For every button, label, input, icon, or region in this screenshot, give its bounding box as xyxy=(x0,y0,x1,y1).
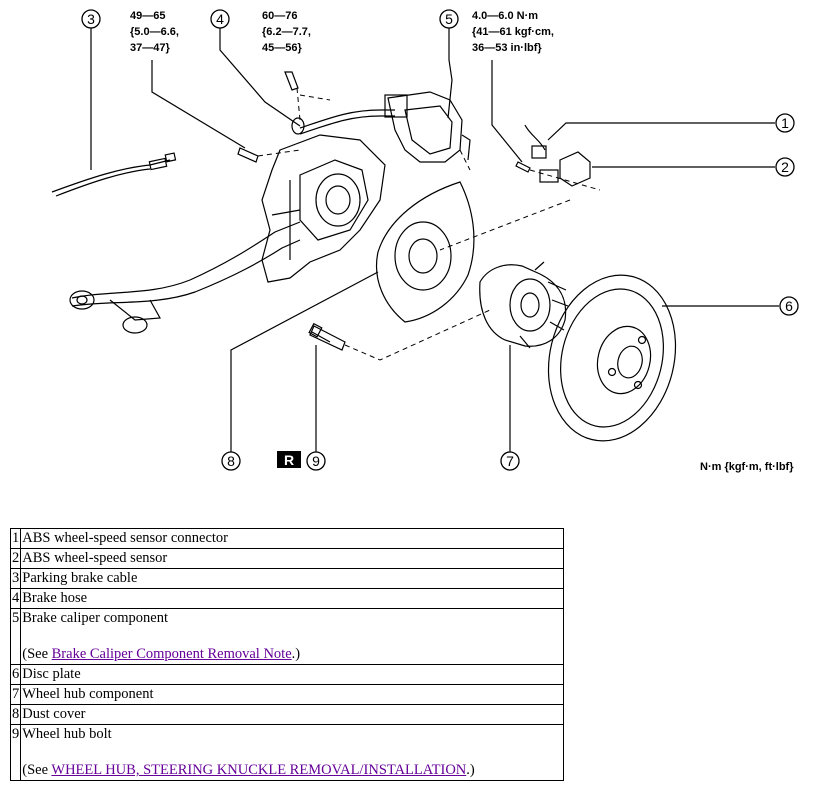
legend-description-cell: ABS wheel-speed sensor connector xyxy=(20,528,564,549)
callout-number-9: 9 xyxy=(312,453,320,469)
legend-description: Wheel hub component xyxy=(22,686,154,702)
abs-sensor xyxy=(559,151,591,187)
disc-plate xyxy=(547,274,677,442)
torque-label-2-line3: 45—56} xyxy=(262,42,302,54)
legend-description-cell: Brake caliper component (See Brake Calipe… xyxy=(20,608,564,665)
legend-description-cell: Brake hose xyxy=(20,588,564,609)
steering-knuckle xyxy=(261,134,386,283)
legend-description: Wheel hub bolt xyxy=(22,726,112,742)
legend-number: 7 xyxy=(9,684,22,705)
exploded-view-diagram: 49—65 {5.0—6.6, 37—47} 60—76 {6.2—7.7, 4… xyxy=(51,9,799,473)
legend-number: 3 xyxy=(9,568,22,589)
legend-reference-link[interactable]: WHEEL HUB, STEERING KNUCKLE REMOVAL/INST… xyxy=(51,762,467,778)
parking-brake-cable xyxy=(51,159,171,193)
callout-number-4: 4 xyxy=(216,11,224,27)
legend-number: 4 xyxy=(9,588,22,609)
legend-description-cell: ABS wheel-speed sensor xyxy=(20,548,564,569)
legend-description: Disc plate xyxy=(22,666,81,682)
torque-label-3-line1: 4.0—6.0 N·m xyxy=(472,10,538,22)
legend-number: 1 xyxy=(9,528,22,549)
callout-number-6: 6 xyxy=(785,298,793,314)
legend-description: ABS wheel-speed sensor xyxy=(22,550,168,566)
callout-number-5: 5 xyxy=(445,11,453,27)
torque-label-1-line2: {5.0—6.6, xyxy=(130,26,179,38)
legend-description: Brake caliper component xyxy=(22,610,168,626)
legend-number: 9 xyxy=(9,724,22,781)
legend-number: 2 xyxy=(9,548,22,569)
callout-circle-9 xyxy=(306,451,326,471)
torque-label-2-line1: 60—76 xyxy=(262,10,297,22)
callout-number-2: 2 xyxy=(781,159,789,175)
legend-description: Dust cover xyxy=(22,706,86,722)
replace-marker-letter: R xyxy=(284,452,294,468)
callout-circle-6 xyxy=(779,296,799,316)
callout-circle-5 xyxy=(439,9,459,29)
torque-label-2-line2: {6.2—7.7, xyxy=(262,26,311,38)
torque-units-label: N·m {kgf·m, ft·lbf} xyxy=(700,461,794,473)
legend-note-suffix: .) xyxy=(466,762,475,778)
legend-number: 6 xyxy=(9,664,22,685)
brake-caliper xyxy=(387,91,463,163)
torque-label-1-line1: 49—65 xyxy=(130,10,165,22)
legend-description: Parking brake cable xyxy=(22,570,138,586)
legend-note-suffix: .) xyxy=(291,646,301,662)
legend-note-prefix: (See xyxy=(22,646,52,662)
callout-circle-8 xyxy=(221,451,241,471)
torque-label-3-line3: 36—53 in·lbf} xyxy=(472,42,542,54)
torque-label-3-line2: {41—61 kgf·cm, xyxy=(472,26,554,38)
legend-description-cell: Parking brake cable xyxy=(20,568,564,589)
torque-label-1-line3: 37—47} xyxy=(130,42,170,54)
legend-note: (See WHEEL HUB, STEERING KNUCKLE REMOVAL… xyxy=(22,761,562,780)
suspension-arm xyxy=(71,221,301,307)
legend-description-cell: Wheel hub component xyxy=(20,684,564,705)
callout-circle-2 xyxy=(775,157,795,177)
legend-reference-link[interactable]: Brake Caliper Component Removal Note xyxy=(51,646,292,662)
legend-note: (See Brake Caliper Component Removal Not… xyxy=(22,645,562,664)
callout-number-3: 3 xyxy=(87,11,95,27)
callout-number-8: 8 xyxy=(227,453,235,469)
hub-bolt xyxy=(309,325,346,351)
legend-description-cell: Dust cover xyxy=(20,704,564,725)
callout-circle-3 xyxy=(81,9,101,29)
callout-number-1: 1 xyxy=(781,115,789,131)
legend-description: ABS wheel-speed sensor connector xyxy=(22,530,229,546)
dust-cover xyxy=(375,181,475,323)
legend-description-cell: Disc plate xyxy=(20,664,564,685)
legend-description: Brake hose xyxy=(22,590,88,606)
legend-note-prefix: (See xyxy=(22,762,52,778)
callout-circle-4 xyxy=(210,9,230,29)
wheel-hub xyxy=(479,264,567,347)
legend-description-cell: Wheel hub bolt (See WHEEL HUB, STEERING K… xyxy=(20,724,564,781)
legend-number: 5 xyxy=(9,608,22,665)
callout-circle-1 xyxy=(775,113,795,133)
callout-number-7: 7 xyxy=(506,453,514,469)
callout-circle-7 xyxy=(500,451,520,471)
replace-marker-box xyxy=(277,451,301,468)
legend-number: 8 xyxy=(9,704,22,725)
brake-hose-line xyxy=(299,109,395,129)
